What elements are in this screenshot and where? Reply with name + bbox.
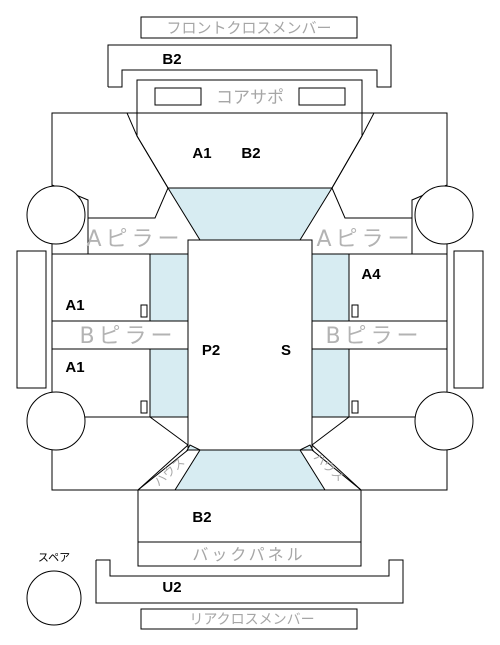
front-bumper-code: B2 <box>162 51 181 68</box>
back-panel-label: バックパネル <box>192 545 305 564</box>
back-panel <box>137 541 362 567</box>
hood-code-b: B2 <box>241 145 260 162</box>
roof-code-left: P2 <box>202 342 220 359</box>
rear-bumper-code: U2 <box>162 579 181 596</box>
headlight-right <box>298 87 346 106</box>
b-pillar-left <box>51 320 189 350</box>
b-pillar-right <box>311 320 448 350</box>
b-pillar-left-label: Bピラー <box>79 324 176 349</box>
front-left-wheel <box>26 185 86 245</box>
front-fender-left <box>51 112 169 219</box>
spare-tire <box>26 570 82 626</box>
left-side-sill <box>16 250 47 389</box>
a-pillar-left-label: Aピラー <box>86 227 183 252</box>
front-cross-member-box <box>140 16 358 39</box>
rear-bumper <box>95 559 404 604</box>
rear-left-wheel <box>26 391 86 451</box>
hood-code-a: A1 <box>192 145 211 162</box>
right-body-side <box>361 185 448 491</box>
core-support-label: コアサポ <box>216 88 284 108</box>
front-right-wheel <box>414 185 474 245</box>
rear-door-left-code: A1 <box>65 359 84 376</box>
front-bumper <box>107 44 392 88</box>
trunk <box>137 489 362 543</box>
front-cross-member-label: フロントクロスメンバー <box>166 19 331 37</box>
windshield <box>167 187 333 241</box>
left-body-side <box>51 185 138 491</box>
roof-code-right: S <box>281 342 291 359</box>
rear-cross-member-box <box>140 608 358 630</box>
front-fender-right <box>331 112 448 219</box>
rear-right-wheel <box>414 391 474 451</box>
b-pillar-right-label: Bピラー <box>325 324 422 349</box>
front-door-right-code: A4 <box>361 266 381 283</box>
rear-cross-member-label: リアクロスメンバー <box>189 612 314 628</box>
spare-tire-label: スペア <box>38 551 70 564</box>
trunk-code: B2 <box>192 509 211 526</box>
headlight-left <box>154 87 202 106</box>
front-door-left-code: A1 <box>65 297 84 314</box>
a-pillar-right-label: Aピラー <box>316 227 413 252</box>
right-side-sill <box>453 250 484 389</box>
